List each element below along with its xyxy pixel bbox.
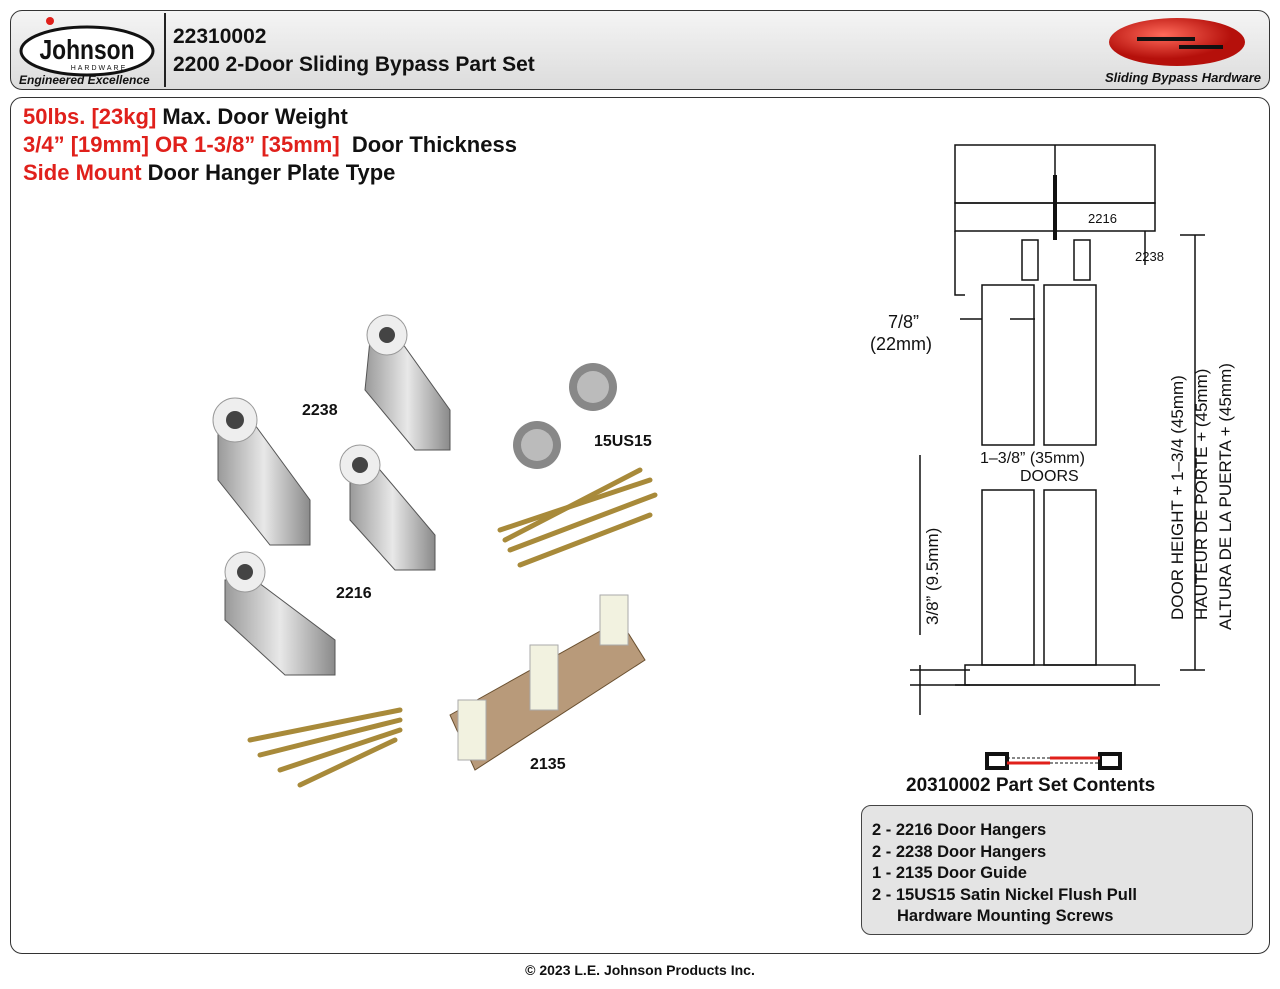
- contents-item: 1 - 2135 Door Guide: [872, 864, 1027, 882]
- label-2216: 2216: [336, 585, 372, 602]
- product-title: 2200 2-Door Sliding Bypass Part Set: [173, 53, 535, 76]
- doors-size: 1–3/8” (35mm): [980, 450, 1085, 467]
- spec-label: Door Thickness: [339, 132, 517, 157]
- door-guide-2135: [449, 594, 646, 771]
- spec-weight: 50lbs. [23kg] Max. Door Weight: [23, 104, 348, 130]
- spec-label: Door Hanger Plate Type: [141, 160, 396, 185]
- header-frame: [954, 144, 1156, 296]
- screws-pile-a: [497, 467, 658, 568]
- label-15us15: 15US15: [594, 433, 652, 450]
- contents-item: 2 - 2216 Door Hangers: [872, 821, 1047, 839]
- category-label: Sliding Bypass Hardware: [1104, 70, 1261, 85]
- tagline: Engineered Excellence: [19, 73, 150, 87]
- label-2135: 2135: [530, 756, 566, 773]
- svg-text:Johnson: Johnson: [40, 34, 135, 65]
- johnson-logo: Johnson HARDWARE: [19, 17, 155, 77]
- flush-pull: [513, 363, 617, 469]
- spec-plate-type: Side Mount Door Hanger Plate Type: [23, 160, 395, 186]
- spec-value: 3/4” [19mm] OR 1-3/8” [35mm]: [23, 132, 340, 157]
- hanger-2238-b: [212, 397, 311, 546]
- label-2238: 2238: [302, 402, 338, 419]
- doors-label: DOORS: [1020, 468, 1079, 485]
- spec-value: Side Mount: [23, 160, 142, 185]
- contents-item: Hardware Mounting Screws: [897, 907, 1114, 925]
- spec-value: 50lbs. [23kg]: [23, 104, 157, 129]
- parts-photo: [212, 314, 658, 788]
- svg-text:HARDWARE: HARDWARE: [71, 65, 128, 72]
- dimension-lines: [910, 234, 1205, 715]
- height-en: DOOR HEIGHT + 1–3/4 (45mm): [1168, 375, 1187, 620]
- hanger-2238-a: [364, 314, 451, 451]
- sliding-bypass-icon: [1109, 18, 1245, 66]
- screws-pile-b: [247, 707, 403, 788]
- copyright: © 2023 L.E. Johnson Products Inc.: [525, 962, 755, 978]
- doors: [955, 239, 1160, 686]
- spec-label: Max. Door Weight: [156, 104, 348, 129]
- hanger-2216-b: [224, 551, 336, 676]
- sku: 22310002: [173, 25, 267, 48]
- diagram-label-2216: 2216: [1088, 211, 1117, 226]
- spec-thickness: 3/4” [19mm] OR 1-3/8” [35mm] Door Thickn…: [23, 132, 517, 158]
- height-es: ALTURA DE LA PUERTA + (45mm): [1216, 363, 1235, 630]
- gap-in: 7/8”: [888, 312, 919, 332]
- contents-list: 2 - 2216 Door Hangers 2 - 2238 Door Hang…: [861, 805, 1253, 935]
- height-fr: HAUTEUR DE PORTE + (45mm): [1192, 369, 1211, 620]
- contents-title: 20310002 Part Set Contents: [906, 775, 1156, 796]
- contents-item: 2 - 15US15 Satin Nickel Flush Pull: [872, 885, 1138, 904]
- contents-item: 2 - 2238 Door Hangers: [872, 842, 1047, 861]
- installation-diagram: 2216 2238 7/8” (22mm) 1–3/8” (35mm) DOOR…: [870, 144, 1235, 715]
- header-divider: [164, 13, 166, 87]
- diagram-label-2238: 2238: [1135, 249, 1164, 264]
- bypass-track-icon: [985, 752, 1122, 770]
- hanger-2216-a: [339, 444, 436, 571]
- header: Johnson HARDWARE Engineered Excellence 2…: [10, 10, 1270, 90]
- floor-gap: 3/8” (9.5mm): [923, 528, 942, 625]
- gap-mm: (22mm): [870, 334, 932, 354]
